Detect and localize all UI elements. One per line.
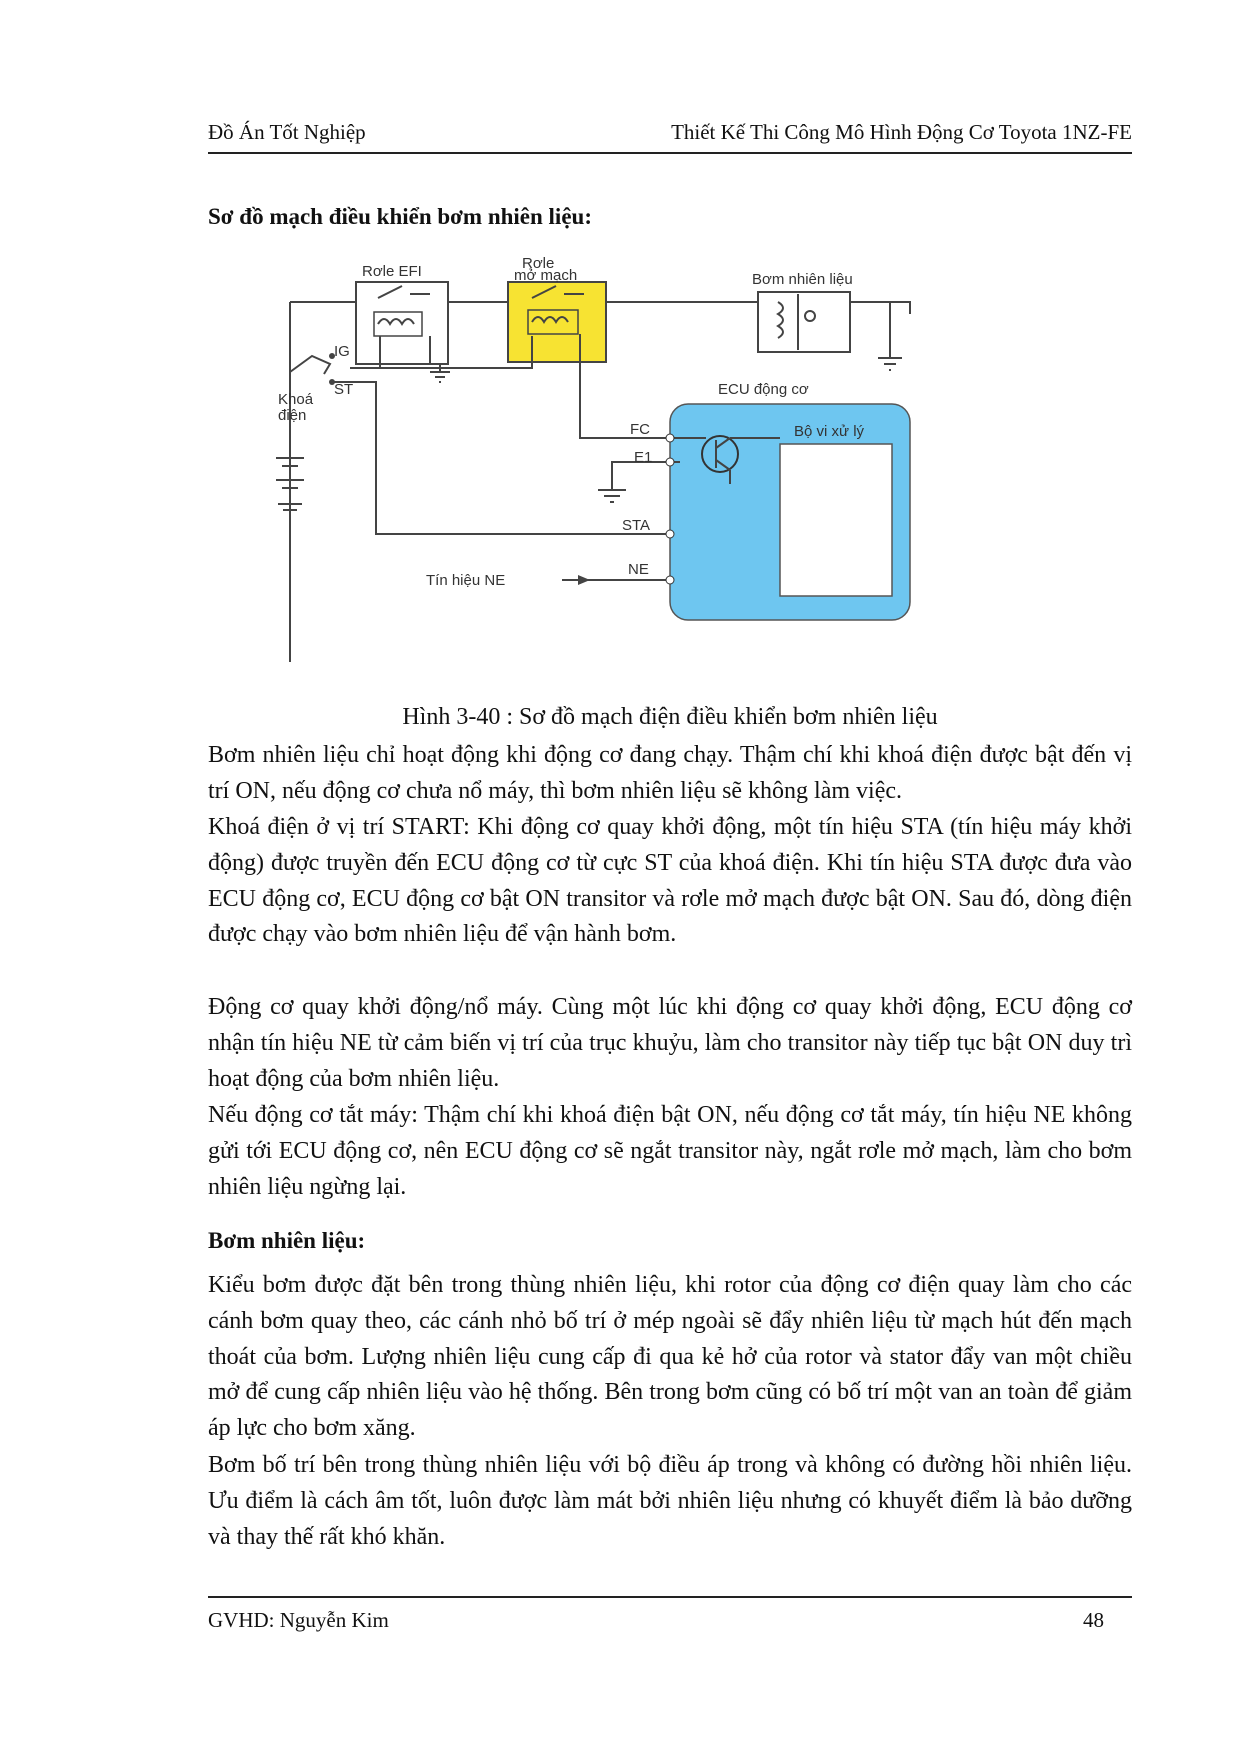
figure-caption: Hình 3-40 : Sơ đồ mạch điện điều khiển b… [402,704,938,730]
page-header: Đồ Án Tốt Nghiệp Thiết Kế Thi Công Mô Hì… [208,118,1132,154]
fuel-pump-circuit-diagram: Rơle EFI Rơle mở mạch Bơm nhiên liệu IG … [276,255,911,662]
fc-label: FC [630,421,650,438]
sta-label: STA [622,517,650,534]
paragraph-3: Động cơ quay khởi động/nổ máy. Cùng một … [208,994,1132,1092]
engine-ecu [665,403,911,621]
transistor-icon [701,435,739,473]
ig-label: IG [334,343,350,360]
key-label-2: điện [278,407,306,424]
section-title-pump: Bơm nhiên liệu: [208,1228,366,1253]
ne-label: NE [628,561,649,578]
efi-relay [355,281,449,365]
fuel-pump [757,291,851,353]
ne-signal-label: Tín hiệu NE [426,572,505,589]
st-label: ST [334,381,353,398]
open-relay-label-1: Rơle [522,255,554,272]
e1-label: E1 [634,449,652,466]
open-circuit-relay [507,281,607,363]
key-label-1: Khoá [278,391,314,408]
section-title-circuit: Sơ đồ mạch điều khiển bơm nhiên liệu: [208,204,592,229]
ignition-key-icon [289,353,335,385]
open-relay-label-2: mở mạch [514,267,577,284]
fuel-pump-label: Bơm nhiên liệu [752,271,853,288]
paragraph-5: Kiểu bơm được đặt bên trong thùng nhiên … [208,1272,1132,1442]
ecu-label: ECU động cơ [718,381,809,398]
header-left: Đồ Án Tốt Nghiệp [208,120,366,144]
paragraph-6: Bơm bố trí bên trong thùng nhiên liệu vớ… [208,1452,1132,1550]
paragraph-4: Nếu động cơ tắt máy: Thậm chí khi khoá đ… [208,1102,1132,1200]
main-wire [289,301,911,662]
page-number: 48 [1083,1608,1104,1632]
header-right: Thiết Kế Thi Công Mô Hình Động Cơ Toyota… [671,120,1132,144]
paragraph-1: Bơm nhiên liệu chỉ hoạt động khi động cơ… [208,742,1132,804]
battery-icon [276,450,304,511]
efi-ground-icon [430,364,450,383]
footer-advisor: GVHD: Nguyễn Kim [208,1608,389,1632]
pump-ground-icon [850,301,902,371]
efi-relay-label: Rơle EFI [362,263,422,280]
e1-ground-icon [598,461,670,503]
paragraph-2: Khoá điện ở vị trí START: Khi động cơ qu… [208,814,1132,948]
cpu-label: Bộ vi xử lý [794,423,865,440]
page-footer: GVHD: Nguyễn Kim 48 [208,1596,1132,1638]
